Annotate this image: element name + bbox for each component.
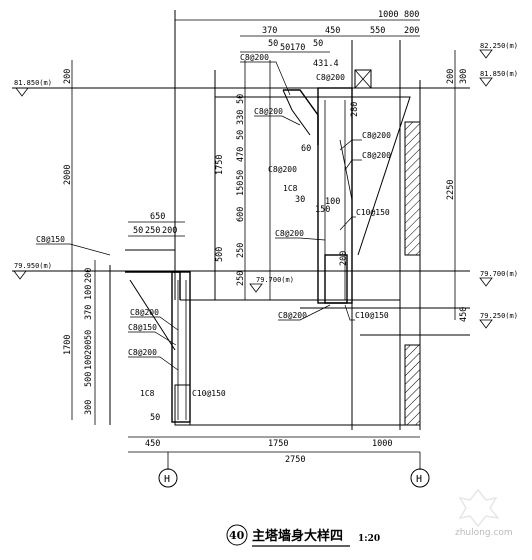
rebar-label: C8@200 (240, 53, 269, 62)
dim-top-3: 370 (262, 26, 277, 36)
elev-center: 79.700(m) (256, 276, 294, 284)
dim-mid-15: 30 (295, 195, 305, 205)
dim-right-2: 2250 (446, 180, 456, 200)
dim-left-6: 200 (162, 226, 177, 236)
elev-left-mid: 79.950(m) (14, 262, 52, 270)
rebar-label: C10@150 (192, 389, 226, 398)
dim-left-8: 100 (84, 285, 94, 300)
title-scale: 1:20 (358, 534, 380, 544)
dim-mid-6: 150 (236, 181, 246, 196)
dim-right-1: 200 (446, 69, 456, 84)
rebar-label: C8@200 (362, 151, 391, 160)
dim-top-6: 200 (404, 26, 419, 36)
hatch-upper (404, 121, 421, 256)
dim-mid-8: 250 (236, 243, 246, 258)
dim-top-9: 170 (290, 43, 305, 53)
elev-right-3: 79.700(m) (480, 270, 518, 278)
elev-left-top: 81.850(m) (14, 79, 52, 87)
elev-right-1: 82.250(m) (480, 42, 518, 50)
dim-mid-17: 150 (315, 205, 330, 215)
rebar-label: C10@150 (355, 311, 389, 320)
dim-bottom-4: 2750 (285, 455, 305, 465)
rebar-label: C8@150 (36, 235, 65, 244)
wall-outline (12, 10, 470, 430)
dim-left-13: 500 (84, 372, 94, 387)
dim-mid-16: 100 (325, 197, 340, 207)
dim-mid-3: 50 (236, 130, 246, 140)
rebar-label: C8@200 (275, 229, 304, 238)
dim-top-1: 1000 (378, 10, 398, 20)
elevation-marks: 81.850(m) 79.950(m) 79.700(m) 82.250(m) … (13, 42, 518, 329)
rebar-label: C8@200 (128, 348, 157, 357)
dim-left-3: 650 (150, 212, 165, 222)
dim-mid-13: 280 (350, 102, 360, 117)
rebar-label: C8@150 (128, 323, 157, 332)
dim-left-15: 50 (150, 413, 160, 423)
dimension-lines (71, 19, 456, 470)
dim-right-4: 450 (459, 307, 469, 322)
dim-top-5: 550 (370, 26, 385, 36)
dim-mid-18: 200 (339, 251, 349, 266)
dim-left-12: 100 (84, 355, 94, 370)
dim-left-9: 370 (84, 305, 94, 320)
axis-marker-right (410, 468, 430, 488)
elev-right-2: 81.850(m) (480, 70, 518, 78)
rebar-label: C10@150 (356, 208, 390, 217)
dim-left-10: 50 (84, 330, 94, 340)
title-number: 40 (229, 529, 245, 542)
rebar-labels: C8@200 C8@200 C8@200 C8@200 C8@200 1C8 C… (36, 53, 391, 398)
dim-top-4: 450 (325, 26, 340, 36)
dim-left-5: 250 (145, 226, 160, 236)
rebar-label: C8@200 (268, 165, 297, 174)
dim-top-7: 50 (268, 39, 278, 49)
dim-mid-12: 431.4 (313, 59, 339, 69)
dim-left-16: 1700 (63, 335, 73, 355)
rebar-label: 1C8 (283, 184, 298, 193)
dim-bottom-3: 1000 (372, 439, 392, 449)
dim-left-11: 200 (84, 340, 94, 355)
dim-mid-2: 330 (236, 110, 246, 125)
axis-label-left: H (164, 474, 170, 485)
axis-marker-left (158, 468, 178, 488)
rebar-label: C8@200 (362, 131, 391, 140)
dim-mid-7: 600 (236, 207, 246, 222)
dim-bottom-1: 450 (145, 439, 160, 449)
dim-left-7: 200 (84, 268, 94, 283)
dim-mid-5: 50 (236, 170, 246, 180)
dim-top-10: 50 (280, 43, 290, 53)
rebar-label: 1C8 (140, 389, 155, 398)
dimension-texts: 1000 800 370 450 550 200 50 50 170 50 45… (63, 10, 469, 465)
dim-mid-14: 60 (301, 144, 311, 154)
watermark-logo (458, 488, 500, 528)
dim-mid-9: 500 (215, 247, 225, 262)
dim-top-8: 50 (313, 39, 323, 49)
title-number-circle (226, 524, 248, 546)
dim-left-2: 2000 (63, 165, 73, 185)
dim-left-4: 50 (133, 226, 143, 236)
axis-label-right: H (416, 474, 422, 485)
axis-markers (158, 468, 430, 488)
hatch-lower (404, 344, 421, 426)
rebar-label: C8@200 (316, 73, 345, 82)
dim-top-2: 800 (404, 10, 419, 20)
dim-mid-10: 250 (236, 271, 246, 286)
dim-left-14: 300 (84, 400, 94, 415)
elev-right-4: 79.250(m) (480, 312, 518, 320)
dim-mid-4: 470 (236, 147, 246, 162)
dim-left-1: 200 (63, 69, 73, 84)
rebar-label: C8@200 (278, 311, 307, 320)
dim-right-3: 300 (459, 69, 469, 84)
watermark-text: zhulong.com (455, 528, 513, 538)
title-text: 主塔墙身大样四 (252, 528, 343, 544)
dim-mid-11: 1750 (215, 155, 225, 175)
dim-bottom-2: 1750 (268, 439, 288, 449)
leader-lines (36, 61, 362, 371)
rebar-label: C8@200 (254, 107, 283, 116)
dim-mid-1: 50 (236, 94, 246, 104)
rebar-label: C8@200 (130, 308, 159, 317)
